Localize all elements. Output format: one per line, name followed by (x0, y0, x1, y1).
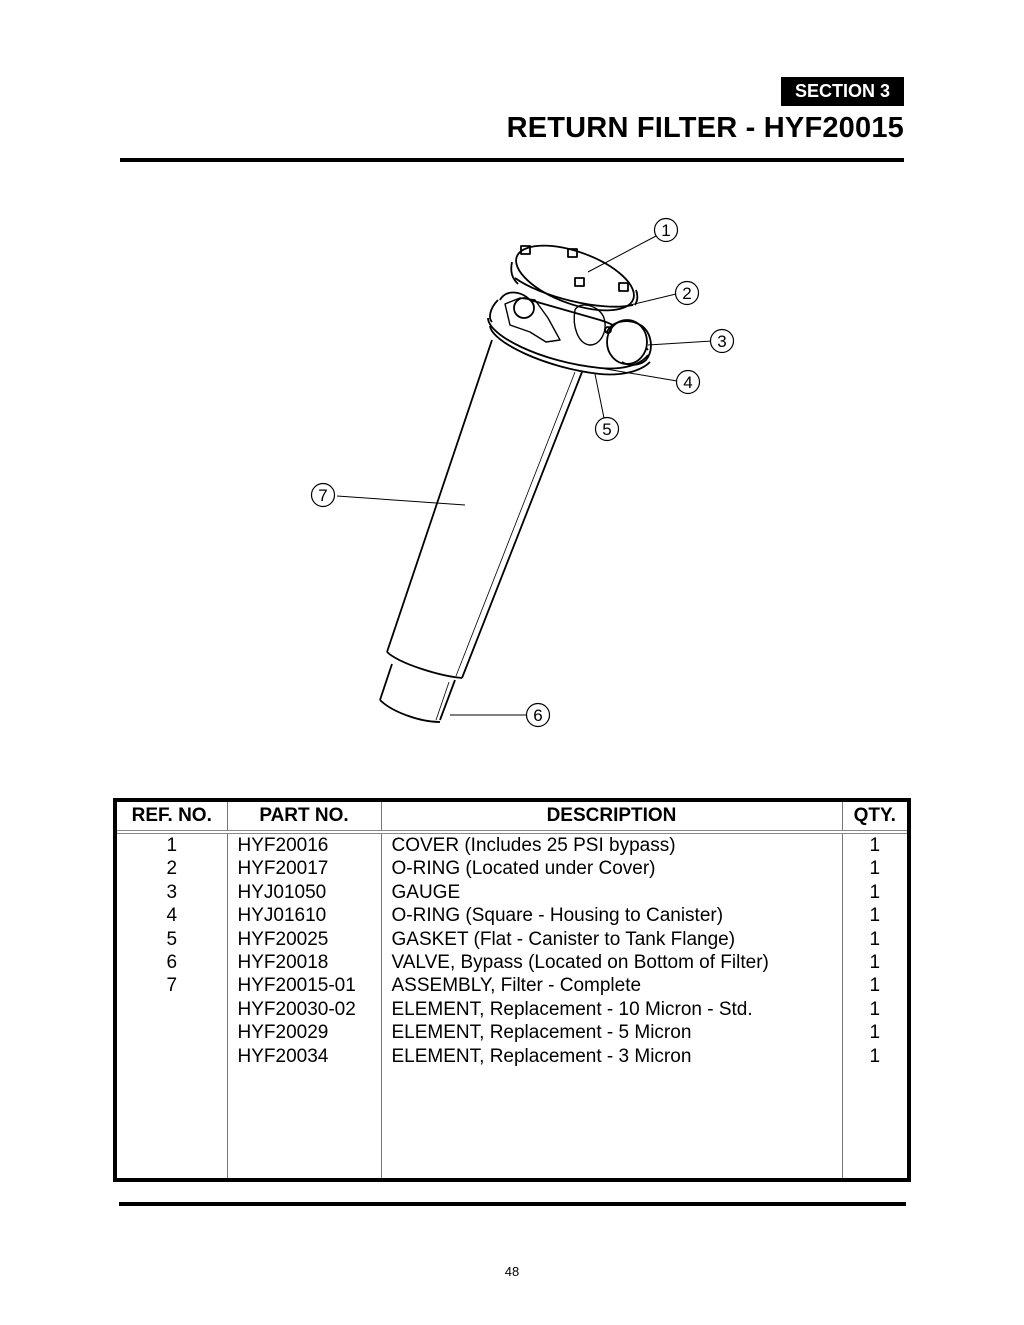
qty: 1 (841, 974, 907, 998)
description: O-RING (Square - Housing to Canister) (380, 904, 842, 928)
callout-3: 3 (709, 328, 735, 354)
table-row: 7 HYF20015-01 ASSEMBLY, Filter - Complet… (117, 974, 907, 998)
table-row: HYF20034 ELEMENT, Replacement - 3 Micron… (117, 1044, 907, 1069)
part-no: HYF20025 (226, 927, 381, 952)
svg-text:3: 3 (717, 332, 726, 351)
qty: 1 (841, 904, 907, 928)
part-no: HYF20015-01 (226, 974, 381, 998)
header-divider (120, 158, 904, 162)
ref-no (117, 1021, 227, 1044)
description: GAUGE (380, 880, 842, 905)
callout-1: 1 (653, 217, 679, 243)
part-no: HYJ01050 (226, 880, 381, 905)
part-no: HYJ01610 (226, 904, 381, 928)
filter-illustration (379, 244, 652, 723)
table-row: 4 HYJ01610 O-RING (Square - Housing to C… (117, 904, 907, 928)
table-row: HYF20030-02 ELEMENT, Replacement - 10 Mi… (117, 997, 907, 1022)
ref-no: 2 (166, 858, 178, 880)
part-no: HYF20034 (226, 1044, 381, 1069)
page-title: RETURN FILTER - HYF20015 (506, 112, 904, 144)
ref-no: 3 (166, 881, 178, 903)
part-no: HYF20018 (226, 951, 381, 975)
table-row: 6 HYF20018 VALVE, Bypass (Located on Bot… (117, 951, 907, 975)
description: ELEMENT, Replacement - 5 Micron (380, 1021, 842, 1045)
section-badge: SECTION 3 (781, 77, 904, 106)
qty: 1 (841, 857, 907, 881)
description: GASKET (Flat - Canister to Tank Flange) (380, 927, 842, 952)
callout-2: 2 (674, 280, 700, 306)
qty: 1 (841, 951, 907, 975)
qty: 1 (841, 927, 907, 952)
ref-no (117, 998, 227, 1021)
description: O-RING (Located under Cover) (380, 857, 842, 881)
page-number: 48 (504, 1264, 520, 1279)
ref-no (117, 1045, 227, 1068)
description: COVER (Includes 25 PSI bypass) (380, 832, 842, 858)
callout-4: 4 (675, 369, 701, 395)
description: ELEMENT, Replacement - 10 Micron - Std. (380, 997, 842, 1022)
part-no: HYF20029 (226, 1021, 381, 1045)
footer-divider (119, 1202, 906, 1206)
description: ELEMENT, Replacement - 3 Micron (380, 1044, 842, 1069)
description: VALVE, Bypass (Located on Bottom of Filt… (380, 951, 842, 975)
table-row: 5 HYF20025 GASKET (Flat - Canister to Ta… (117, 927, 907, 952)
part-no: HYF20016 (226, 832, 381, 858)
table-row: 3 HYJ01050 GAUGE 1 (117, 880, 907, 905)
qty: 1 (841, 1021, 907, 1045)
svg-text:4: 4 (683, 373, 692, 392)
ref-no: 6 (166, 952, 178, 974)
qty: 1 (841, 880, 907, 905)
callout-7: 7 (310, 482, 336, 508)
col-header-ref: REF. NO. (117, 802, 227, 834)
svg-text:5: 5 (602, 420, 611, 439)
table-header-row: REF. NO. PART NO. DESCRIPTION QTY. (117, 802, 907, 834)
parts-table: REF. NO. PART NO. DESCRIPTION QTY. 1 HYF… (113, 798, 911, 1182)
svg-text:7: 7 (318, 486, 327, 505)
svg-text:2: 2 (682, 284, 691, 303)
filter-diagram: 1 2 3 4 5 6 7 (310, 217, 735, 728)
table-row: 2 HYF20017 O-RING (Located under Cover) … (117, 857, 907, 881)
callout-5: 5 (594, 416, 620, 442)
table-row: HYF20029 ELEMENT, Replacement - 5 Micron… (117, 1021, 907, 1045)
col-header-part: PART NO. (226, 802, 381, 834)
col-header-description: DESCRIPTION (380, 802, 842, 834)
table-row: 1 HYF20016 COVER (Includes 25 PSI bypass… (117, 832, 907, 858)
ref-no: 1 (166, 835, 178, 856)
ref-no: 5 (166, 928, 178, 950)
table-empty-space (117, 1068, 907, 1178)
col-header-qty: QTY. (841, 802, 907, 834)
ref-no: 7 (166, 975, 178, 997)
qty: 1 (841, 832, 907, 858)
qty: 1 (841, 997, 907, 1022)
svg-text:1: 1 (661, 221, 670, 240)
callout-6: 6 (525, 702, 551, 728)
svg-text:6: 6 (533, 706, 542, 725)
qty: 1 (841, 1044, 907, 1069)
ref-no: 4 (166, 905, 178, 927)
part-no: HYF20030-02 (226, 997, 381, 1022)
leader-lines (336, 235, 713, 716)
part-no: HYF20017 (226, 857, 381, 881)
description: ASSEMBLY, Filter - Complete (380, 974, 842, 998)
